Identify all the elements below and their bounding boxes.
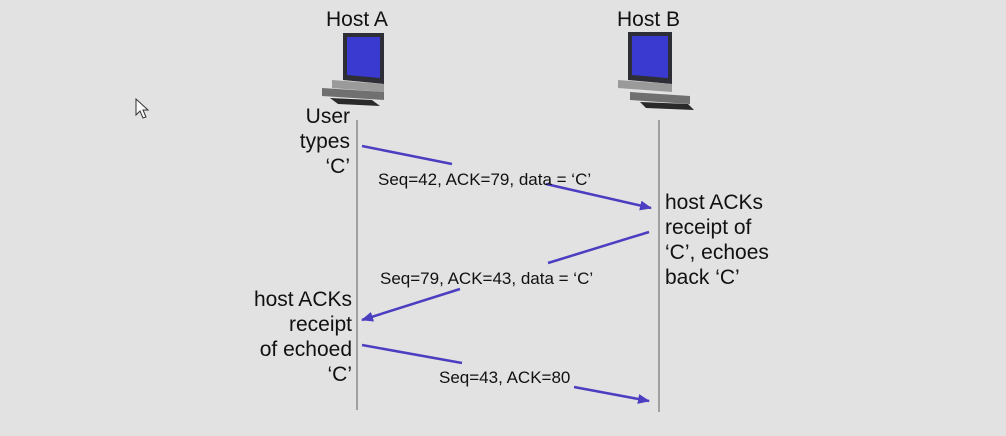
host-a-label: Host A	[326, 8, 388, 31]
note-line: receipt of	[665, 216, 752, 239]
message-label-3: Seq=43, ACK=80	[439, 368, 571, 387]
mouse-cursor-icon	[135, 97, 150, 119]
host-a-ack-note: host ACKs receipt of echoed ‘C’	[224, 287, 352, 387]
message-arrow-1	[361, 144, 652, 211]
note-line: User	[305, 105, 350, 128]
message-arrow-3	[361, 343, 650, 404]
message-label-1: Seq=42, ACK=79, data = ‘C’	[378, 170, 592, 189]
note-line: ‘C’	[327, 363, 353, 386]
user-types-note: User types ‘C’	[270, 104, 350, 179]
note-line: host ACKs	[665, 191, 764, 214]
note-line: back ‘C’	[665, 266, 740, 289]
note-line: of echoed	[259, 338, 352, 361]
computer-icon-host-b	[618, 32, 694, 110]
host-b-label: Host B	[617, 8, 681, 31]
note-line: types	[299, 130, 350, 153]
note-line: ‘C’, echoes	[665, 241, 769, 264]
note-line: receipt	[288, 313, 352, 336]
message-label-2: Seq=79, ACK=43, data = ‘C’	[380, 269, 594, 288]
note-line: ‘C’	[325, 155, 351, 178]
computer-icon-host-a	[322, 33, 384, 106]
note-line: host ACKs	[253, 288, 352, 311]
message-arrow-2	[361, 230, 650, 322]
host-b-ack-note: host ACKs receipt of ‘C’, echoes back ‘C…	[665, 190, 769, 290]
